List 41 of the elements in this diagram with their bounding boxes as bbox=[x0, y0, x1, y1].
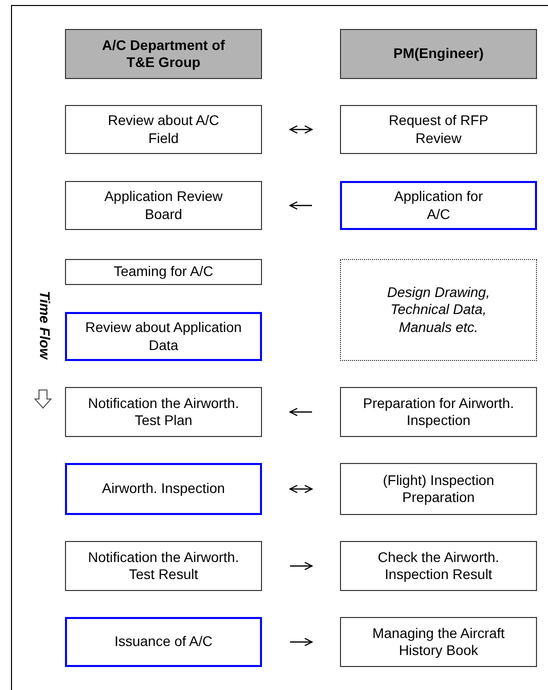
process-box bbox=[340, 617, 537, 667]
box-text: Application Review Board bbox=[103, 188, 224, 223]
axis-label: Time Flow bbox=[36, 290, 53, 362]
box-text: (Flight) Inspection Preparation bbox=[382, 472, 496, 506]
box-text: Preparation for Airworth. Inspection bbox=[362, 394, 515, 430]
arrow bbox=[289, 125, 313, 134]
box-text: Check the Airworth. Inspection Result bbox=[376, 548, 500, 584]
arrow bbox=[289, 201, 312, 210]
process-box bbox=[65, 181, 262, 230]
box-text: Design Drawing, Technical Data, Manuals etc. bbox=[386, 284, 491, 336]
highlighted-process-box bbox=[340, 181, 537, 230]
arrow bbox=[290, 562, 313, 570]
box-text: PM(Engineer) bbox=[393, 45, 484, 63]
process-box bbox=[340, 105, 537, 154]
process-box bbox=[65, 105, 262, 154]
highlighted-process-box bbox=[65, 463, 262, 515]
process-box bbox=[340, 463, 537, 515]
column-header bbox=[65, 29, 262, 79]
process-box bbox=[340, 541, 537, 591]
box-text: Review about Application Data bbox=[84, 319, 243, 354]
column-header bbox=[340, 29, 537, 79]
box-text: Application for A/C bbox=[393, 188, 484, 223]
process-box bbox=[340, 387, 537, 437]
process-box bbox=[65, 541, 262, 591]
box-text: Issuance of A/C bbox=[114, 633, 213, 651]
arrow bbox=[290, 638, 313, 646]
highlighted-process-box bbox=[65, 312, 262, 361]
arrow bbox=[289, 484, 313, 494]
process-box bbox=[65, 387, 262, 437]
box-text: Review about A/C Field bbox=[106, 112, 220, 147]
box-text: Airworth. Inspection bbox=[102, 480, 225, 498]
box-text: Managing the Aircraft History Book bbox=[371, 624, 506, 660]
box-text: Request of RFP Review bbox=[388, 112, 490, 147]
arrow bbox=[289, 408, 312, 416]
box-text: Teaming for A/C bbox=[114, 263, 214, 281]
box-text: A/C Department of T&E Group bbox=[101, 36, 226, 72]
box-text: Notification the Airworth. Test Plan bbox=[87, 394, 240, 430]
process-box bbox=[65, 259, 262, 285]
box-text: Notification the Airworth. Test Result bbox=[87, 548, 240, 584]
note-box bbox=[340, 259, 537, 361]
highlighted-process-box bbox=[65, 617, 262, 667]
